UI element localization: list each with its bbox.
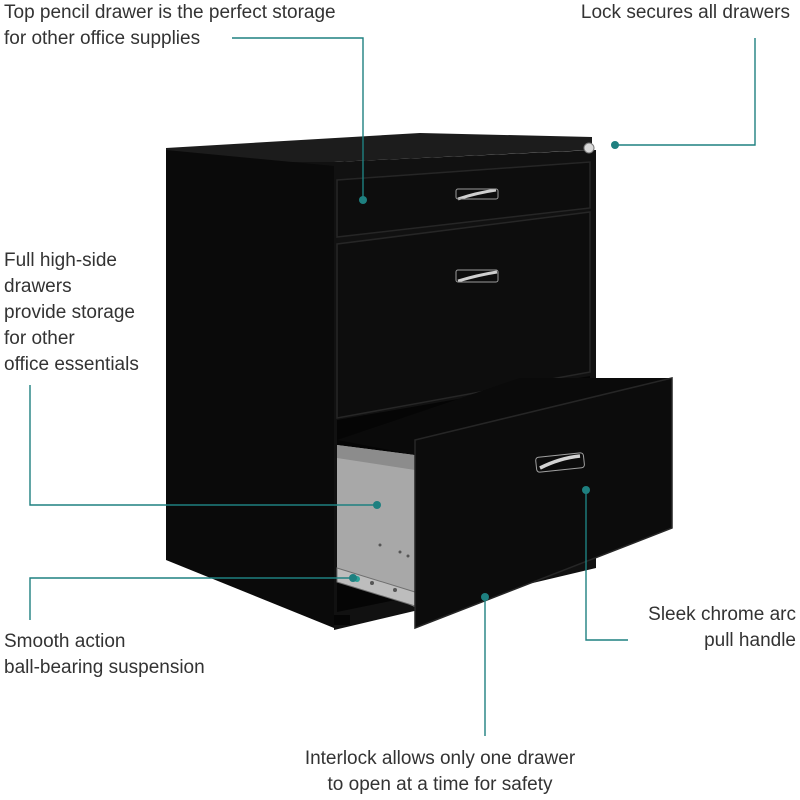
open-drawer-handle <box>539 454 581 470</box>
caption-line: Interlock allows only one drawer <box>304 748 576 769</box>
handle-leader-line <box>585 490 628 641</box>
caption-line: drawers <box>4 276 72 297</box>
high-side-leader-line <box>29 385 377 506</box>
caption-line: provide storage <box>4 302 135 323</box>
caption-line: pull handle <box>704 630 796 651</box>
lock-caption: Lock secures all drawers <box>581 0 790 26</box>
open-drawer-handle-plate <box>535 452 585 473</box>
pencil-drawer-handle-plate <box>455 188 499 200</box>
caption-line: ball-bearing suspension <box>4 657 205 678</box>
pencil-drawer-marker-dot <box>359 196 367 204</box>
cabinet-foot <box>334 615 350 625</box>
caption-line: Top pencil drawer is the perfect storage <box>4 2 336 23</box>
caption-line: for other <box>4 328 75 349</box>
rail-bearing-dot <box>393 588 397 592</box>
lock-cylinder <box>583 142 595 154</box>
middle-drawer-handle-plate <box>455 269 499 283</box>
lock-leader-line <box>615 38 756 146</box>
caption-line: Full high-side <box>4 250 117 271</box>
side-wall-hole <box>398 550 402 554</box>
lock-marker-dot <box>611 141 619 149</box>
caption-line: to open at a time for safety <box>327 774 553 795</box>
suspension-caption: Smooth action ball-bearing suspension <box>4 629 205 681</box>
rail-bearing-dot <box>370 581 374 585</box>
open-drawer-inner <box>337 378 672 455</box>
caption-line: office essentials <box>4 354 139 375</box>
high-side-drawers-caption: Full high-side drawers provide storage f… <box>4 248 139 378</box>
handle-marker-dot <box>582 486 590 494</box>
pencil-drawer-caption: Top pencil drawer is the perfect storage… <box>4 0 336 52</box>
cabinet-top <box>166 133 592 162</box>
suspension-leader-line <box>29 577 353 620</box>
suspension-marker-dot <box>349 574 357 582</box>
handle-caption: Sleek chrome arc pull handle <box>648 602 796 654</box>
pencil-drawer-leader-line <box>232 37 364 200</box>
cabinet-side-panel <box>166 150 334 628</box>
caption-line: Smooth action <box>4 631 126 652</box>
caption-line: Lock secures all drawers <box>580 2 790 23</box>
pencil-drawer-handle <box>457 188 497 201</box>
caption-line: Sleek chrome arc <box>648 604 796 625</box>
open-drawer-side-shadow <box>337 445 415 470</box>
high-side-marker-dot <box>373 501 381 509</box>
middle-drawer-handle <box>457 270 498 283</box>
open-drawer-front <box>414 377 673 630</box>
interlock-marker-dot <box>481 593 489 601</box>
caption-line: for other office supplies <box>4 28 201 49</box>
interlock-caption: Interlock allows only one drawer to open… <box>280 746 600 798</box>
open-drawer-side-wall <box>337 445 415 607</box>
side-wall-hole <box>378 543 382 547</box>
side-wall-hole <box>406 554 410 558</box>
middle-drawer-front <box>336 211 591 419</box>
